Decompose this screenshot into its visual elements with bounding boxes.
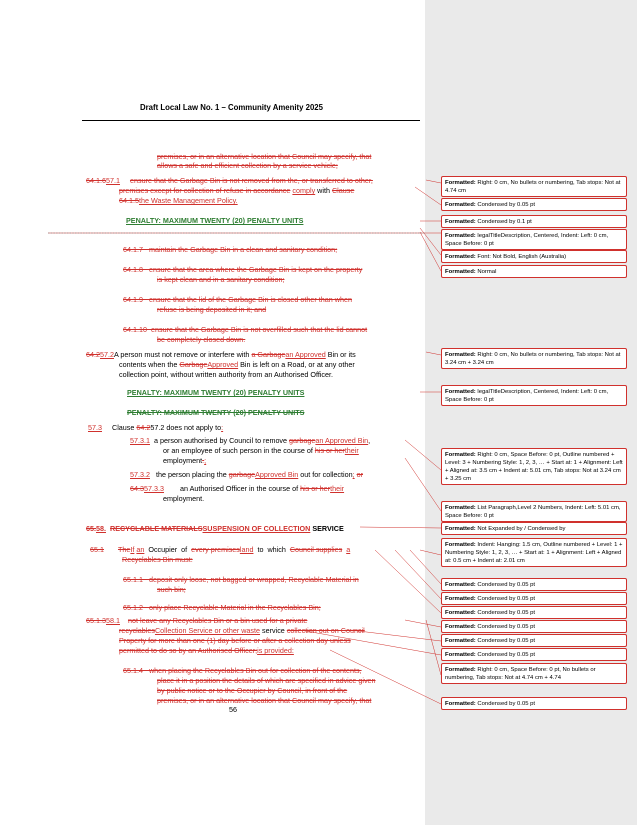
paragraph-57-1-line-3[interactable]: 64.1.5the Waste Management Policy. [119, 196, 238, 206]
text-line[interactable]: such bin; [157, 585, 186, 594]
paragraph-57-1-line-1[interactable]: 64.1.657.1 ensure that the Garbage Bin i… [86, 176, 373, 186]
page-header-title: Draft Local Law No. 1 – Community Amenit… [140, 103, 323, 112]
paragraph-57-3-2[interactable]: 57.3.2 the person placing the garbageApp… [130, 470, 364, 479]
paragraph-64-1-10[interactable]: 64.1.10 ensure that the Garbage Bin is n… [123, 325, 368, 334]
paragraph-57-3-1-line-3[interactable]: employment.; [163, 456, 207, 465]
text-line[interactable]: is kept clean and in a sanitary conditio… [157, 275, 285, 284]
penalty-heading: PENALTY: MAXIMUM TWENTY (20) PENALTY UNI… [127, 388, 305, 397]
paragraph-57-2-line-1[interactable]: 64.257.2A person must not remove or inte… [86, 350, 356, 359]
format-balloon[interactable]: Formatted: Condensed by 0.05 pt [441, 606, 627, 619]
format-balloon[interactable]: Formatted: Right: 0 cm, Space Before: 0 … [441, 448, 627, 485]
paragraph-58-1-line-2[interactable]: recyclablesCollection Service or other w… [119, 626, 365, 635]
paragraph-57-3-3-line-2[interactable]: employment. [163, 494, 205, 503]
paragraph-57-3[interactable]: 57.3 Clause 64.257.2 does not apply to: [88, 423, 224, 432]
format-balloon[interactable]: Formatted: legalTitleDescription, Center… [441, 229, 627, 250]
deleted-text: 64.1.5 [119, 196, 139, 205]
format-balloon[interactable]: Formatted: Condensed by 0.05 pt [441, 198, 627, 211]
format-balloon[interactable]: Formatted: Condensed by 0.05 pt [441, 648, 627, 661]
format-balloon[interactable]: Formatted: Right: 0 cm, No bullets or nu… [441, 348, 627, 369]
deleted-text: premises except for collection of refuse… [119, 186, 291, 195]
inserted-text: comply [292, 186, 316, 195]
penalty-heading: PENALTY: MAXIMUM TWENTY (20) PENALTY UNI… [126, 216, 304, 225]
deleted-number: 64.1.6 [86, 176, 106, 185]
paragraph-65-1-2[interactable]: 65.1.2 only place Recyclable Material in… [123, 603, 321, 612]
text-line[interactable]: premises, or in an alternative location … [157, 152, 372, 161]
format-balloon[interactable]: Formatted: Condensed by 0.05 pt [441, 634, 627, 647]
format-balloon[interactable]: Formatted: Condensed by 0.1 pt [441, 215, 627, 228]
paragraph-64-1-7[interactable]: 64.1.7 maintain the Garbage Bin in a cle… [123, 245, 338, 254]
paragraph-57-2-line-3[interactable]: collection point, without written author… [119, 370, 334, 379]
text-line[interactable]: Property for more than one (1) day befor… [119, 636, 351, 645]
paragraph-64-1-8[interactable]: 64.1.8 ensure that the area where the Ga… [123, 265, 363, 274]
format-balloon[interactable]: Formatted: Condensed by 0.05 pt [441, 697, 627, 710]
format-balloon[interactable]: Formatted: List Paragraph,Level 2 Number… [441, 501, 627, 522]
paragraph-64-1-9[interactable]: 64.1.9 ensure that the lid of the Garbag… [123, 295, 352, 304]
paragraph-65-1-1[interactable]: 65.1.1 deposit only loose, not bagged or… [123, 575, 359, 584]
text-line[interactable]: allows a safe and efficient collection b… [157, 161, 338, 170]
text-line[interactable]: refuse is being deposited in it; and [157, 305, 267, 314]
inserted-text: the Waste Management Policy. [138, 196, 238, 205]
paragraph-65-1-line-1[interactable]: 65.1 TheIf an Occupier of every premises… [90, 545, 351, 554]
format-balloon[interactable]: Formatted: Condensed by 0.05 pt [441, 592, 627, 605]
paragraph-58-1-line-4[interactable]: permitted to do so by an Authorised Offi… [119, 646, 294, 655]
format-balloon[interactable]: Formatted: Condensed by 0.05 pt [441, 620, 627, 633]
format-balloon[interactable]: Formatted: Right: 0 cm, No bullets or nu… [441, 176, 627, 197]
text-line[interactable]: Recyclables Bin must: [122, 555, 193, 564]
deleted-text: ensure that the Garbage Bin is not remov… [129, 176, 373, 185]
penalty-heading-deleted: PENALTY: MAXIMUM TWENTY (20) PENALTY UNI… [127, 408, 305, 417]
paragraph-57-3-3-line-1[interactable]: 64.357.3.3 an Authorised Officer in the … [130, 484, 345, 493]
format-balloon[interactable]: Formatted: Font: Not Bold, English (Aust… [441, 250, 627, 263]
header-rule [82, 120, 420, 121]
inserted-number: 57.1 [105, 176, 120, 185]
text-line[interactable]: premises, or in an alternative location … [157, 696, 372, 705]
paragraph-57-3-1-line-1[interactable]: 57.3.1 a person authorised by Council to… [130, 436, 371, 445]
kept-text: with [317, 186, 330, 195]
deleted-text: Clause [331, 186, 355, 195]
format-balloon[interactable]: Formatted: Condensed by 0.05 pt [441, 578, 627, 591]
format-balloon[interactable]: Formatted: legalTitleDescription, Center… [441, 385, 627, 406]
text-line[interactable]: by public notice or to the Occupier by C… [157, 686, 348, 695]
paragraph-58-1-line-1[interactable]: 65.1.358.1 not leave any Recyclables Bin… [86, 616, 308, 625]
format-balloon[interactable]: Formatted: Indent: Hanging: 1.5 cm, Outl… [441, 538, 627, 567]
paragraph-65-1-4[interactable]: 65.1.4 when placing the Recyclables Bin … [123, 666, 362, 675]
markup-margin-pane [425, 0, 637, 825]
format-balloon[interactable]: Formatted: Normal [441, 265, 627, 278]
text-line[interactable]: be completely closed down. [157, 335, 246, 344]
paragraph-57-2-line-2[interactable]: contents when the GarbageApproved Bin is… [119, 360, 355, 369]
format-balloon[interactable]: Formatted: Not Expanded by / Condensed b… [441, 522, 627, 535]
format-balloon[interactable]: Formatted: Right: 0 cm, Space Before: 0 … [441, 663, 627, 684]
page-number: 56 [229, 705, 237, 714]
section-heading-58[interactable]: 65.58. RECYCLABLE MATERIALSSUSPENSION OF… [86, 524, 344, 533]
paragraph-57-1-line-2[interactable]: premises except for collection of refuse… [119, 186, 354, 196]
paragraph-57-3-1-line-2[interactable]: or an employee of such person in the cou… [163, 446, 359, 455]
text-line[interactable]: place it in a position the details of wh… [157, 676, 376, 685]
